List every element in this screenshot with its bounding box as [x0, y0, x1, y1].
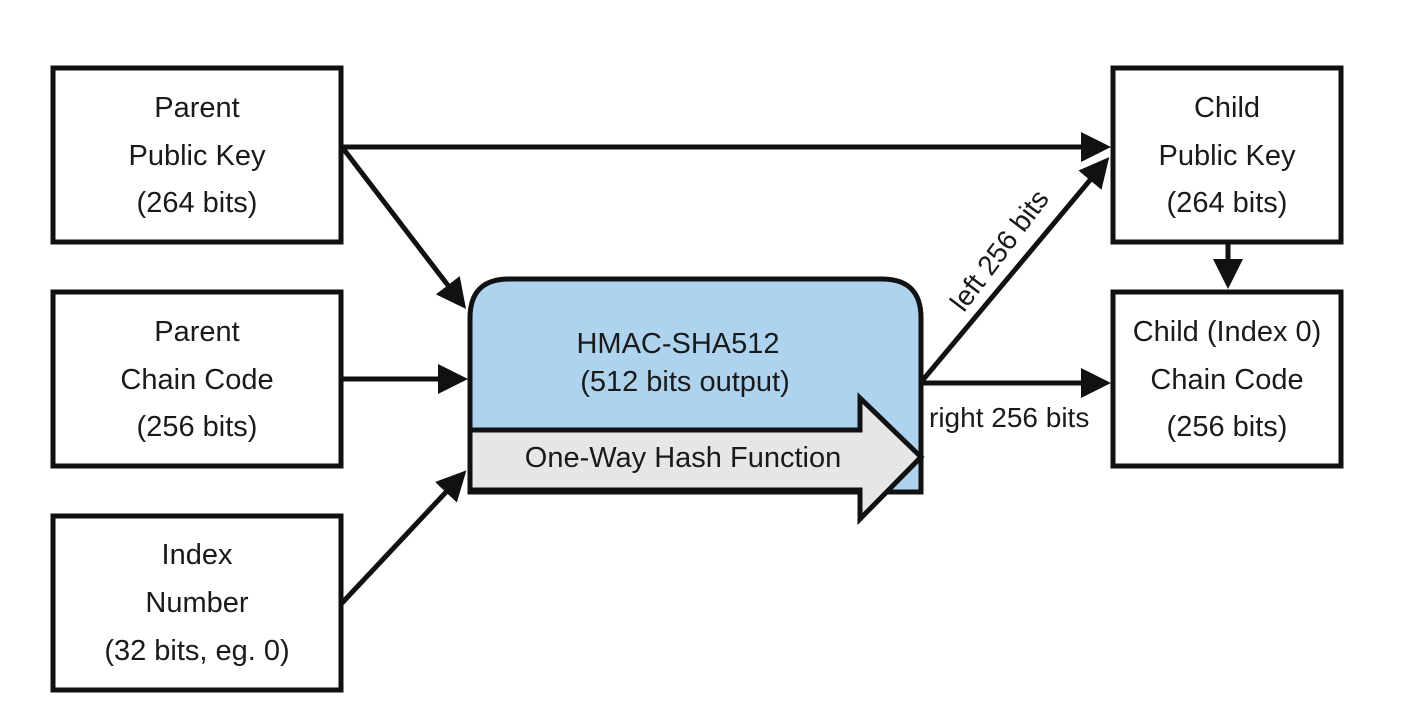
child-chain-code-box: Child (Index 0) Chain Code (256 bits) [1110, 289, 1344, 469]
child-chain-code-line-2: Chain Code [1150, 364, 1303, 396]
index-number-line-2: Number [145, 587, 248, 619]
edge-parent-pubkey-to-hmac [340, 145, 467, 309]
index-number-box: Index Number (32 bits, eg. 0) [50, 513, 344, 693]
edge-left-bits-to-child-pubkey [920, 157, 1110, 383]
child-chain-code-line-3: (256 bits) [1167, 411, 1288, 443]
parent-chain-code-line-1: Parent [154, 316, 239, 348]
child-public-key-box: Child Public Key (264 bits) [1110, 65, 1344, 245]
child-public-key-line-3: (264 bits) [1167, 187, 1288, 219]
hmac-title: HMAC-SHA512 [576, 328, 779, 360]
hmac-subtitle: (512 bits output) [580, 366, 790, 398]
parent-public-key-line-3: (264 bits) [137, 187, 258, 219]
parent-chain-code-line-3: (256 bits) [137, 411, 258, 443]
child-public-key-line-1: Child [1194, 92, 1260, 124]
parent-chain-code-line-2: Chain Code [120, 364, 273, 396]
right-bits-label: right 256 bits [929, 402, 1089, 433]
left-bits-label: left 256 bits [944, 184, 1055, 317]
parent-public-key-line-1: Parent [154, 92, 239, 124]
edge-index-to-hmac [340, 470, 467, 605]
index-number-line-1: Index [162, 539, 233, 571]
parent-chain-code-box: Parent Chain Code (256 bits) [50, 289, 344, 469]
child-public-key-line-2: Public Key [1158, 140, 1296, 172]
index-number-line-3: (32 bits, eg. 0) [104, 635, 289, 667]
one-way-hash-arrow [467, 392, 925, 526]
parent-public-key-line-2: Public Key [128, 140, 266, 172]
child-chain-code-line-1: Child (Index 0) [1133, 316, 1322, 348]
parent-public-key-box: Parent Public Key (264 bits) [50, 65, 344, 245]
hash-function-label: One-Way Hash Function [525, 442, 841, 474]
